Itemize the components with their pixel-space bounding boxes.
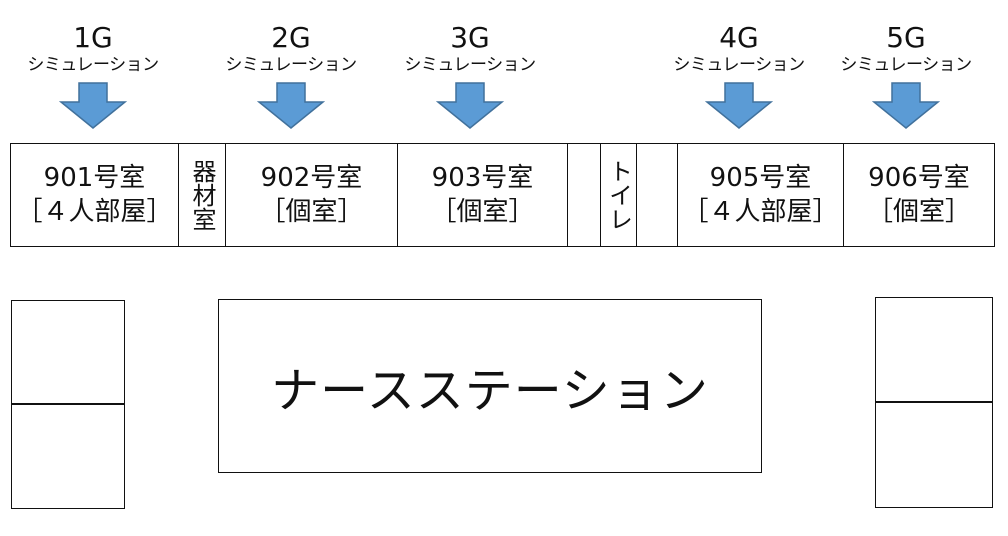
room-name: 905号室 <box>709 163 812 193</box>
room-902: 902号室 ［個室］ <box>225 144 397 246</box>
right-box-bottom <box>875 401 993 508</box>
room-row: 901号室 ［４人部屋］ 器材室 902号室 ［個室］ 903号室 ［個室］ ト… <box>10 143 995 247</box>
room-906: 906号室 ［個室］ <box>843 144 994 246</box>
down-arrow-icon <box>59 82 127 129</box>
room-name: 903号室 <box>431 163 534 193</box>
room-name: トイレ <box>604 159 633 231</box>
sim-label: シミュレーション <box>225 55 357 75</box>
sim-floor-label: 2G <box>271 21 311 54</box>
sim-label: シミュレーション <box>840 55 972 75</box>
sim-5g: 5G シミュレーション <box>826 22 986 130</box>
sim-label: シミュレーション <box>27 55 159 75</box>
sim-3g: 3G シミュレーション <box>390 22 550 130</box>
sim-floor-label: 5G <box>886 21 926 54</box>
left-box-top <box>11 300 125 405</box>
blank-space <box>636 144 677 246</box>
down-arrow-icon <box>872 82 940 129</box>
sim-2g: 2G シミュレーション <box>211 22 371 130</box>
room-name: 906号室 <box>868 163 970 193</box>
room-905: 905号室 ［４人部屋］ <box>677 144 843 246</box>
sim-label: シミュレーション <box>404 55 536 75</box>
room-901: 901号室 ［４人部屋］ <box>11 144 178 246</box>
left-box-bottom <box>11 403 125 509</box>
sim-label: シミュレーション <box>673 55 805 75</box>
room-name: 901号室 <box>43 163 146 193</box>
sim-floor-label: 1G <box>73 21 113 54</box>
nurse-station-label: ナースステーション <box>271 363 709 419</box>
down-arrow-icon <box>436 82 504 129</box>
sim-floor-label: 3G <box>450 21 490 54</box>
right-box-top <box>875 297 993 403</box>
room-name: 902号室 <box>260 163 363 193</box>
room-type: ［４人部屋］ <box>682 197 839 227</box>
room-name: 器材室 <box>188 159 216 231</box>
room-type: ［４人部屋］ <box>16 197 173 227</box>
blank-space <box>567 144 600 246</box>
room-903: 903号室 ［個室］ <box>397 144 567 246</box>
sim-1g: 1G シミュレーション <box>13 22 173 130</box>
nurse-station: ナースステーション <box>218 299 762 473</box>
down-arrow-icon <box>705 82 773 129</box>
down-arrow-icon <box>257 82 325 129</box>
room-type: ［個室］ <box>866 197 971 227</box>
sim-4g: 4G シミュレーション <box>659 22 819 130</box>
room-equipment: 器材室 <box>178 144 225 246</box>
room-type: ［個室］ <box>259 197 364 227</box>
room-toilet: トイレ <box>600 144 636 246</box>
sim-floor-label: 4G <box>719 21 759 54</box>
room-type: ［個室］ <box>430 197 535 227</box>
